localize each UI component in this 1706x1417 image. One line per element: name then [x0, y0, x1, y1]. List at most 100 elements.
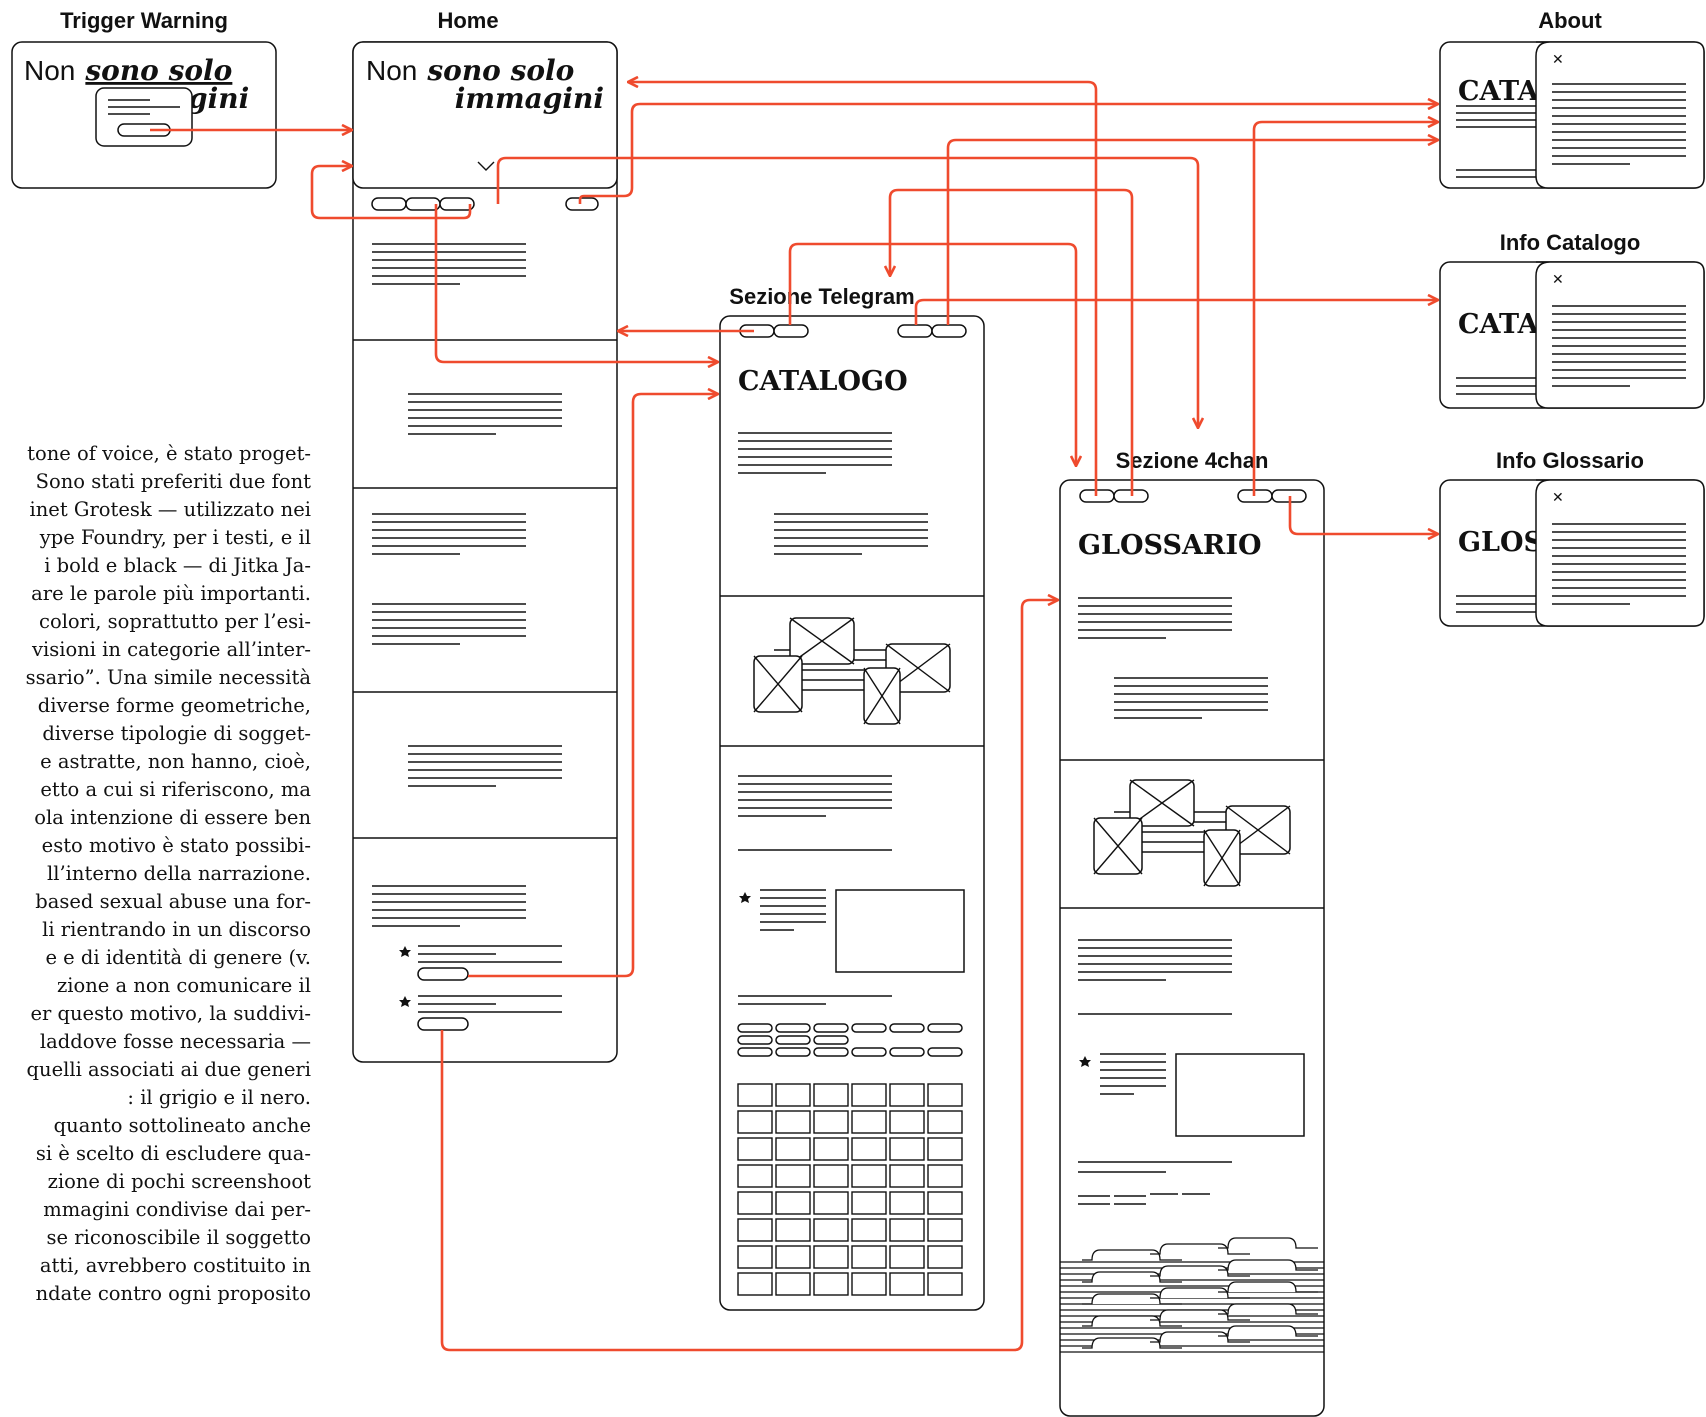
fourchan-thread-stack	[1060, 1237, 1324, 1353]
navigation-arrow	[468, 394, 718, 978]
catalog-grid-cell[interactable]	[851, 1218, 887, 1242]
thread-tab[interactable]	[1150, 1331, 1250, 1343]
catalog-grid-cell[interactable]	[851, 1164, 887, 1188]
catalog-grid-cell[interactable]	[737, 1083, 773, 1107]
catalog-grid-cell[interactable]	[889, 1272, 925, 1296]
catalog-grid-cell[interactable]	[737, 1137, 773, 1161]
close-icon[interactable]: ✕	[1552, 490, 1564, 506]
catalog-grid-cell[interactable]	[737, 1164, 773, 1188]
catalog-grid-cell[interactable]	[927, 1245, 963, 1269]
thread-tab[interactable]	[1218, 1303, 1318, 1315]
close-icon[interactable]: ✕	[1552, 272, 1564, 288]
telegram-image-box	[835, 889, 965, 973]
thread-tab[interactable]	[1082, 1293, 1182, 1305]
body-text-line: atti, avrebbero costituito in	[40, 1254, 312, 1277]
catalog-grid-cell[interactable]	[813, 1218, 849, 1242]
catalog-grid-cell[interactable]	[889, 1164, 925, 1188]
catalog-grid-cell[interactable]	[775, 1191, 811, 1215]
catalog-grid-cell[interactable]	[889, 1083, 925, 1107]
catalog-grid-cell[interactable]	[927, 1083, 963, 1107]
navigation-arrow	[578, 104, 1438, 204]
catalog-grid-cell[interactable]	[813, 1272, 849, 1296]
catalog-grid-cell[interactable]	[813, 1245, 849, 1269]
telegram-info-pill[interactable]	[897, 324, 933, 338]
catalog-grid-cell[interactable]	[851, 1137, 887, 1161]
catalog-grid-cell[interactable]	[889, 1245, 925, 1269]
body-text-line: ype Foundry, per i testi, e il	[39, 526, 311, 549]
catalog-grid-cell[interactable]	[737, 1272, 773, 1296]
catalog-grid-cell[interactable]	[775, 1218, 811, 1242]
chevron-down-icon[interactable]	[477, 161, 495, 171]
body-text-line: zione di pochi screenshoot	[48, 1170, 312, 1193]
catalog-grid-cell[interactable]	[927, 1191, 963, 1215]
catalog-grid-cell[interactable]	[889, 1191, 925, 1215]
home-glossario-button[interactable]	[417, 1017, 469, 1031]
body-text-line: si è scelto di escludere qua-	[36, 1142, 311, 1165]
catalog-grid-cell[interactable]	[737, 1110, 773, 1134]
catalog-grid-cell[interactable]	[775, 1137, 811, 1161]
thread-tab[interactable]	[1150, 1265, 1250, 1277]
thread-tab[interactable]	[1150, 1243, 1250, 1255]
telegram-about-pill[interactable]	[931, 324, 967, 338]
navigation-arrow	[434, 204, 718, 362]
body-text-line: Sono stati preferiti due font	[36, 470, 312, 493]
catalog-grid-cell[interactable]	[851, 1083, 887, 1107]
thread-tab[interactable]	[1150, 1287, 1250, 1299]
home-hero	[352, 41, 618, 189]
telegram-bullet-icon	[739, 892, 751, 903]
telegram-nav-pill[interactable]	[773, 324, 809, 338]
thread-tab[interactable]	[1082, 1271, 1182, 1283]
catalog-grid-cell[interactable]	[737, 1191, 773, 1215]
close-icon[interactable]: ✕	[1552, 52, 1564, 68]
info-glossario-screen: GLOS ✕	[1439, 479, 1705, 627]
catalog-grid-cell[interactable]	[775, 1083, 811, 1107]
catalog-grid-cell[interactable]	[927, 1218, 963, 1242]
thread-tab[interactable]	[1218, 1325, 1318, 1337]
about-screen: CATA ✕	[1439, 41, 1705, 189]
telegram-text-block	[760, 889, 826, 931]
thread-tab[interactable]	[1082, 1249, 1182, 1261]
catalog-grid-cell[interactable]	[737, 1218, 773, 1242]
info-catalogo-partial-title: CATA	[1458, 309, 1540, 340]
body-text-line: zione a non comunicare il	[57, 974, 311, 997]
thread-tab[interactable]	[1218, 1237, 1318, 1249]
catalog-grid-cell[interactable]	[851, 1245, 887, 1269]
catalog-grid-cell[interactable]	[851, 1110, 887, 1134]
catalog-grid-cell[interactable]	[737, 1245, 773, 1269]
home-catalogo-button[interactable]	[417, 967, 469, 981]
body-text-column: tone of voice, è stato proget- Sono stat…	[26, 442, 312, 1305]
thread-tab[interactable]	[1082, 1315, 1182, 1327]
catalog-grid-cell[interactable]	[851, 1191, 887, 1215]
telegram-filter-pills[interactable]	[737, 1023, 963, 1057]
catalog-grid-cell[interactable]	[813, 1110, 849, 1134]
catalog-grid-cell[interactable]	[813, 1083, 849, 1107]
catalog-grid-cell[interactable]	[775, 1164, 811, 1188]
catalog-grid-cell[interactable]	[889, 1110, 925, 1134]
catalog-grid-cell[interactable]	[889, 1137, 925, 1161]
navigation-arrow	[788, 242, 1076, 466]
thread-tab[interactable]	[1218, 1281, 1318, 1293]
navigation-arrow	[1252, 122, 1438, 496]
catalog-grid-cell[interactable]	[813, 1191, 849, 1215]
catalog-grid-cell[interactable]	[775, 1245, 811, 1269]
home-headline-line-2: immagini	[455, 82, 604, 115]
catalog-grid-cell[interactable]	[889, 1218, 925, 1242]
catalog-grid-cell[interactable]	[851, 1272, 887, 1296]
home-about-pill[interactable]	[565, 197, 599, 211]
home-nav-pill[interactable]	[371, 197, 407, 211]
screen-label-home: Home	[437, 8, 498, 33]
catalog-grid-cell[interactable]	[927, 1137, 963, 1161]
catalog-grid-cell[interactable]	[813, 1137, 849, 1161]
catalog-grid-cell[interactable]	[927, 1110, 963, 1134]
thread-tab[interactable]	[1218, 1259, 1318, 1271]
thread-tab[interactable]	[1082, 1337, 1182, 1349]
catalog-grid-cell[interactable]	[813, 1164, 849, 1188]
catalog-grid-cell[interactable]	[927, 1164, 963, 1188]
fourchan-bullet-icon	[1079, 1056, 1091, 1067]
thread-tab[interactable]	[1150, 1309, 1250, 1321]
catalog-grid-cell[interactable]	[775, 1110, 811, 1134]
catalog-grid-cell[interactable]	[775, 1272, 811, 1296]
catalog-grid-cell[interactable]	[927, 1272, 963, 1296]
body-text-line: er questo motivo, la suddivi-	[30, 1002, 311, 1025]
home-nav-pill[interactable]	[439, 197, 475, 211]
